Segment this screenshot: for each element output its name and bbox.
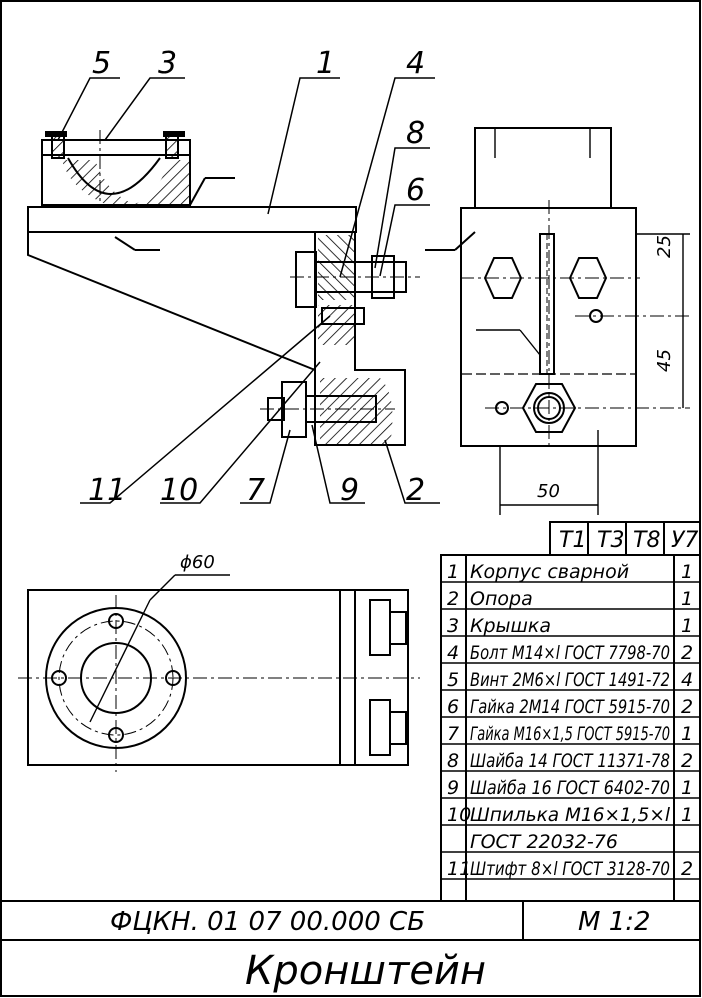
parts-cell-qty: 2	[681, 750, 693, 772]
parts-cell-qty: 1	[681, 561, 693, 583]
parts-cell-qty: 2	[681, 696, 693, 718]
side-view	[460, 127, 690, 450]
parts-cell-pos: 3	[447, 615, 459, 637]
dim-phi60: ϕ60	[180, 552, 215, 573]
parts-cell-pos: 11	[447, 858, 471, 880]
parts-cell-name: ГОСТ 22032-76	[470, 831, 618, 853]
drawing-title: Кронштейн	[245, 948, 486, 994]
parts-cell-pos: 4	[447, 642, 459, 664]
dim-25: 25	[654, 235, 675, 258]
header-col: T1	[559, 528, 586, 553]
parts-cell-name: Штифт 8×l ГОСТ 3128-70	[470, 858, 670, 880]
header-col: T8	[633, 528, 660, 553]
leader-number: 9	[340, 473, 359, 508]
parts-table	[440, 521, 701, 902]
scale-label: М 1:2	[578, 907, 651, 937]
leader-number: 10	[160, 473, 198, 508]
parts-cell-qty: 1	[681, 723, 693, 745]
parts-cell-name: Гайка 2М14 ГОСТ 5915-70	[470, 696, 670, 718]
parts-cell-name: Корпус сварной	[470, 561, 629, 583]
dim-50: 50	[537, 481, 560, 502]
leader-numbers: 5 3 1 4 8 6 11 10 7 9 2	[88, 46, 425, 508]
parts-cell-name: Болт М14×l ГОСТ 7798-70	[470, 642, 670, 664]
parts-cell-name: Крышка	[470, 615, 551, 637]
front-view	[27, 130, 476, 446]
parts-cell-pos: 9	[447, 777, 459, 799]
parts-cell-pos: 6	[447, 696, 459, 718]
parts-cell-name: Шайба 16 ГОСТ 6402-70	[470, 777, 670, 799]
parts-cell-qty: 2	[681, 642, 693, 664]
parts-cell-pos: 2	[447, 588, 459, 610]
leader-number: 2	[406, 473, 425, 508]
parts-table-rows: 1 Корпус сварной 1 2 Опора 1 3 Крышка 1 4 Болт М14…	[447, 561, 693, 880]
drawing-code: ФЦКН. 01 07 00.000 СБ	[110, 907, 425, 937]
leader-number: 11	[88, 473, 126, 508]
parts-cell-name: Шайба 14 ГОСТ 11371-78	[470, 750, 670, 772]
parts-cell-pos: 7	[447, 723, 459, 745]
leader-number: 8	[406, 116, 425, 151]
title-block	[1, 900, 700, 941]
parts-cell-name: Опора	[470, 588, 533, 610]
top-view	[18, 574, 420, 772]
header-col: T3	[597, 528, 624, 553]
parts-cell-name: Гайка М16×1,5 ГОСТ 5915-70	[470, 723, 670, 745]
leader-lines	[57, 77, 440, 504]
parts-cell-pos: 1	[447, 561, 459, 583]
leader-number: 5	[92, 46, 111, 81]
parts-cell-pos: 5	[447, 669, 459, 691]
dim-45: 45	[654, 349, 675, 372]
parts-cell-qty: 4	[681, 669, 693, 691]
leader-number: 4	[406, 46, 425, 81]
leader-number: 6	[406, 173, 425, 208]
parts-cell-qty: 2	[681, 858, 693, 880]
parts-cell-name: Шпилька М16×1,5×l	[470, 804, 671, 826]
leader-number: 3	[158, 46, 177, 81]
parts-cell-qty: 1	[681, 804, 693, 826]
parts-cell-pos: 10	[447, 804, 471, 826]
parts-cell-name: Винт 2М6×l ГОСТ 1491-72	[470, 669, 670, 691]
parts-cell-qty: 1	[681, 615, 693, 637]
leader-number: 7	[246, 473, 265, 508]
leader-number: 1	[316, 46, 335, 81]
dimension-lines	[499, 233, 690, 515]
header-col: У7	[671, 528, 698, 553]
parts-cell-qty: 1	[681, 777, 693, 799]
parts-cell-pos: 8	[447, 750, 459, 772]
parts-table-header: T1 T3 T8 У7	[559, 528, 698, 553]
parts-cell-qty: 1	[681, 588, 693, 610]
